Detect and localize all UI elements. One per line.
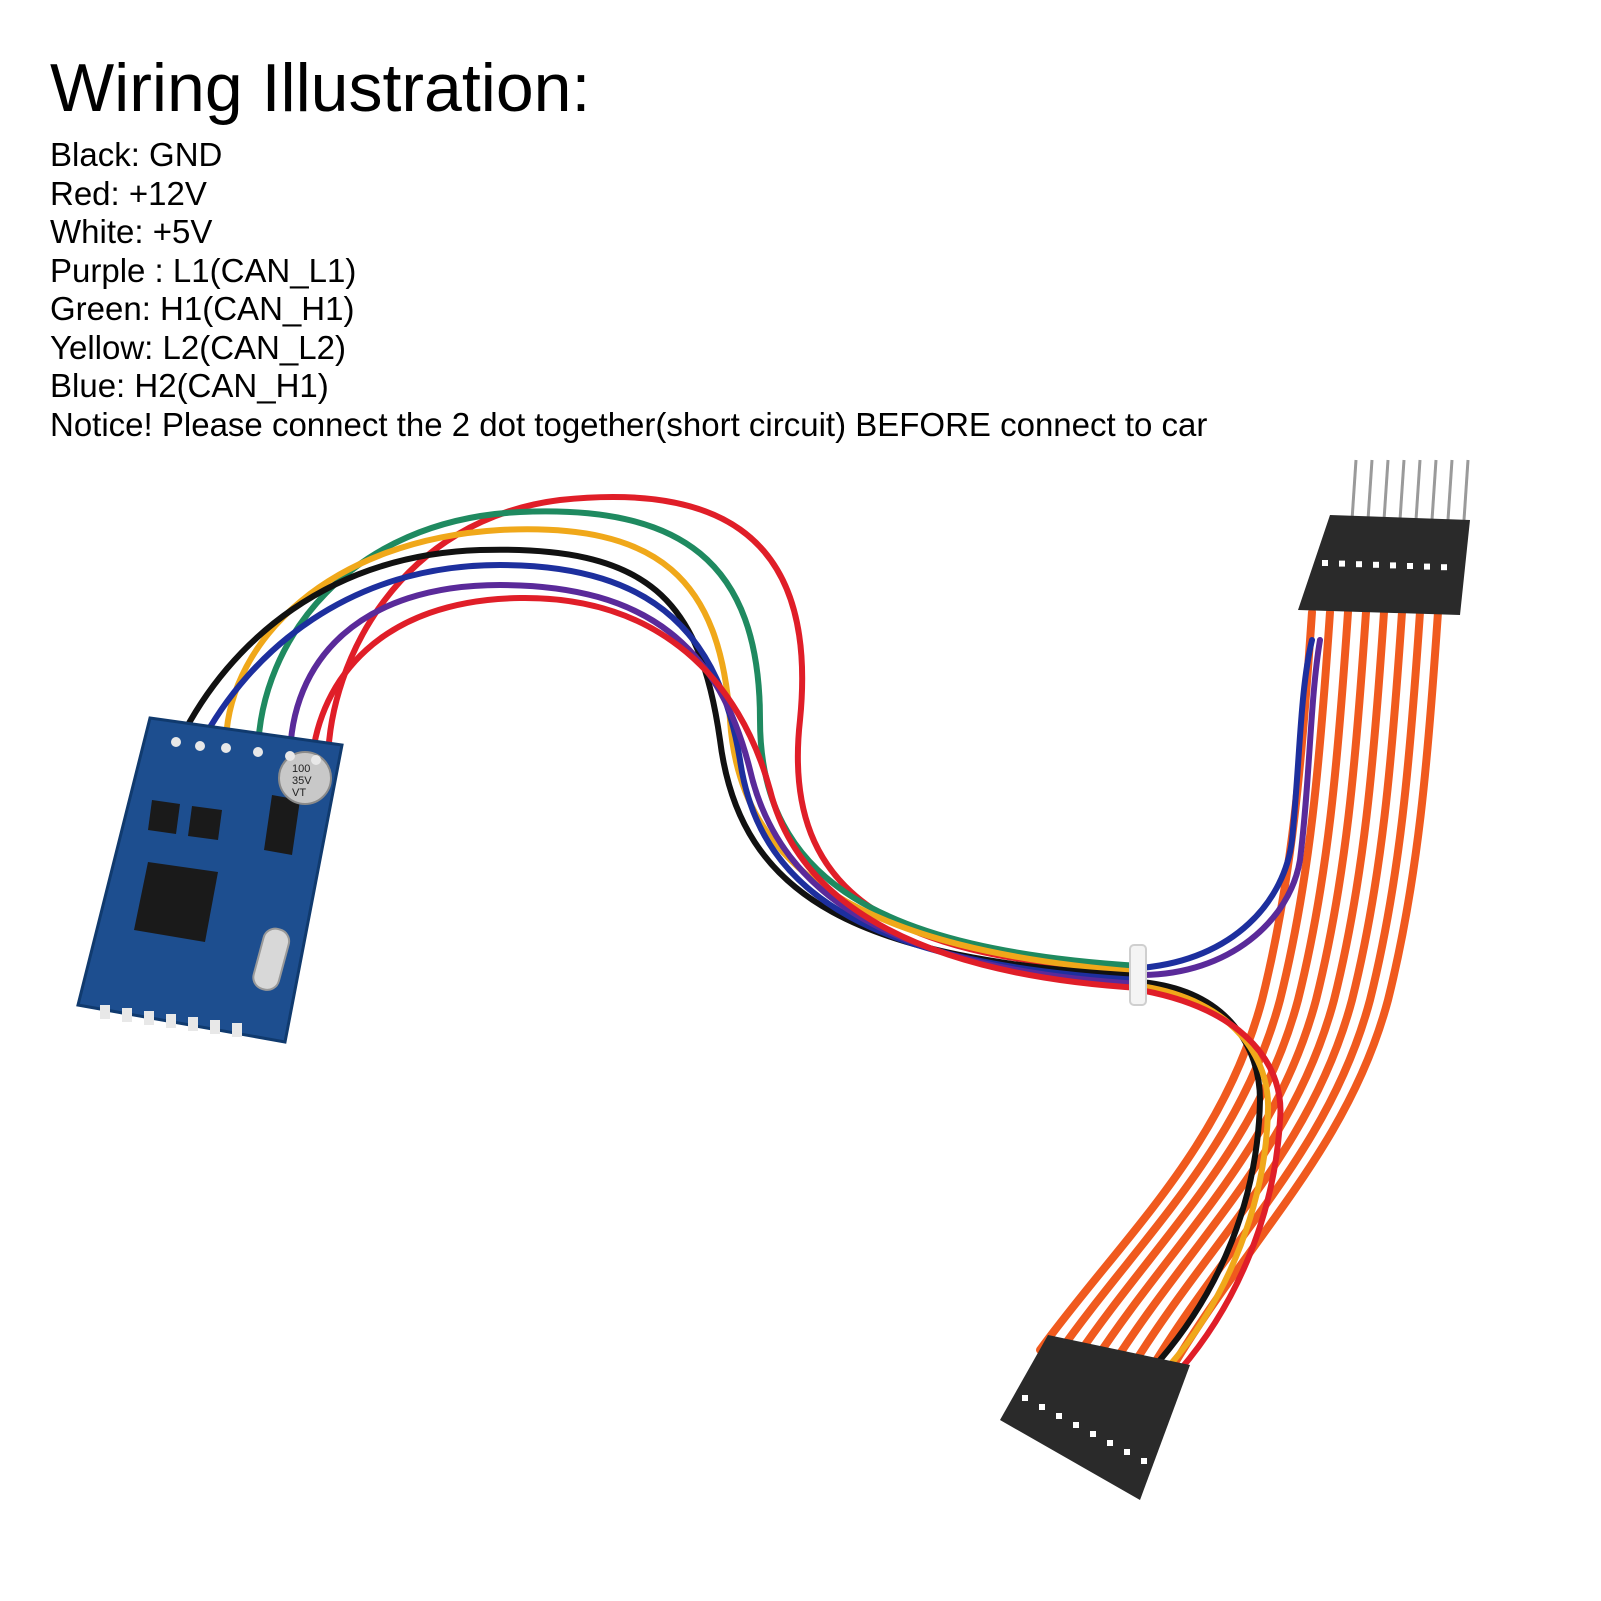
header-pin — [1366, 459, 1374, 521]
top-connector — [1298, 459, 1470, 615]
ribbon-wire — [1108, 608, 1388, 1370]
ribbon-wire — [1054, 608, 1334, 1358]
edge-pad — [210, 1020, 220, 1034]
wire-blue — [197, 561, 1143, 983]
wire-bundle-to-top-2 — [1137, 637, 1315, 971]
connector-slot — [1056, 1413, 1062, 1419]
connector-slot — [1124, 1449, 1130, 1455]
legend-blue: Blue: H2(CAN_H1) — [50, 367, 329, 404]
edge-pad — [188, 1017, 198, 1031]
page-title: Wiring Illustration: — [50, 50, 591, 126]
edge-pad — [166, 1014, 176, 1028]
capacitor-label-2: 35V — [292, 775, 312, 787]
connector-slot — [1022, 1395, 1028, 1401]
edge-pad — [232, 1023, 242, 1037]
capacitor-label-1: 100 — [292, 763, 310, 775]
notice-text: Notice! Please connect the 2 dot togethe… — [50, 405, 1208, 443]
header-pin — [1414, 459, 1422, 521]
connector-slot — [1441, 564, 1447, 571]
edge-pad — [122, 1008, 132, 1022]
connector-slot — [1356, 561, 1362, 568]
header-pin — [1398, 459, 1406, 521]
ic-small-1 — [148, 800, 180, 834]
wiring-legend: Black: GND Red: +12V White: +5V Purple :… — [50, 136, 1207, 444]
harness-wires — [177, 493, 1323, 1373]
header-pin — [1462, 459, 1470, 521]
connector-slot — [1322, 560, 1328, 566]
connector-slot — [1141, 1458, 1147, 1464]
pcb-module: 100 35V VT — [76, 716, 344, 1044]
connector-slot — [1107, 1440, 1113, 1446]
wiring-photo: 100 35V VT — [76, 459, 1470, 1500]
connector-slot — [1373, 561, 1379, 568]
voltage-regulator — [264, 795, 300, 855]
capacitor-label-3: VT — [292, 787, 306, 799]
connector-slot — [1339, 560, 1345, 567]
edge-pad — [144, 1011, 154, 1025]
cable-tie — [1129, 944, 1147, 1006]
connector-slot — [1090, 1431, 1096, 1437]
ribbon-wire — [1090, 608, 1370, 1366]
connector-slot — [1424, 563, 1430, 570]
legend-red: Red: +12V — [50, 174, 207, 212]
edge-pad — [100, 1005, 110, 1019]
ribbon-wire — [1162, 608, 1442, 1382]
legend-green: Green: H1(CAN_H1) — [50, 290, 355, 327]
bottom-connector — [1000, 1335, 1190, 1500]
legend-yellow: Yellow: L2(CAN_L2) — [50, 328, 346, 366]
connector-slot — [1039, 1404, 1045, 1410]
wire-bundle-to-bottom — [1137, 979, 1264, 1363]
header-pin — [1382, 459, 1390, 521]
connector-slot — [1407, 563, 1413, 569]
legend-purple: Purple : L1(CAN_L1) — [50, 251, 357, 289]
header-pin — [1430, 459, 1438, 521]
orange-ribbon — [1036, 608, 1442, 1382]
wire-bundle-to-top — [1137, 637, 1323, 978]
wire-bundle-to-bottom-3 — [1137, 987, 1284, 1373]
legend-black: Black: GND — [50, 136, 223, 173]
ribbon-wire — [1072, 608, 1352, 1362]
crystal-oscillator — [252, 927, 291, 991]
legend-white: White: +5V — [50, 213, 213, 250]
ribbon-wire — [1126, 608, 1406, 1374]
connector-slot — [1390, 562, 1396, 569]
header-pin — [1446, 459, 1454, 521]
wire-red-inner — [309, 594, 1143, 991]
electrolytic-capacitor: 100 35V VT — [278, 751, 332, 805]
header-pin — [1350, 459, 1358, 521]
microcontroller-chip — [134, 862, 218, 942]
wire-yellow — [223, 526, 1143, 975]
connector-slot — [1073, 1422, 1079, 1428]
ic-small-2 — [188, 806, 222, 840]
